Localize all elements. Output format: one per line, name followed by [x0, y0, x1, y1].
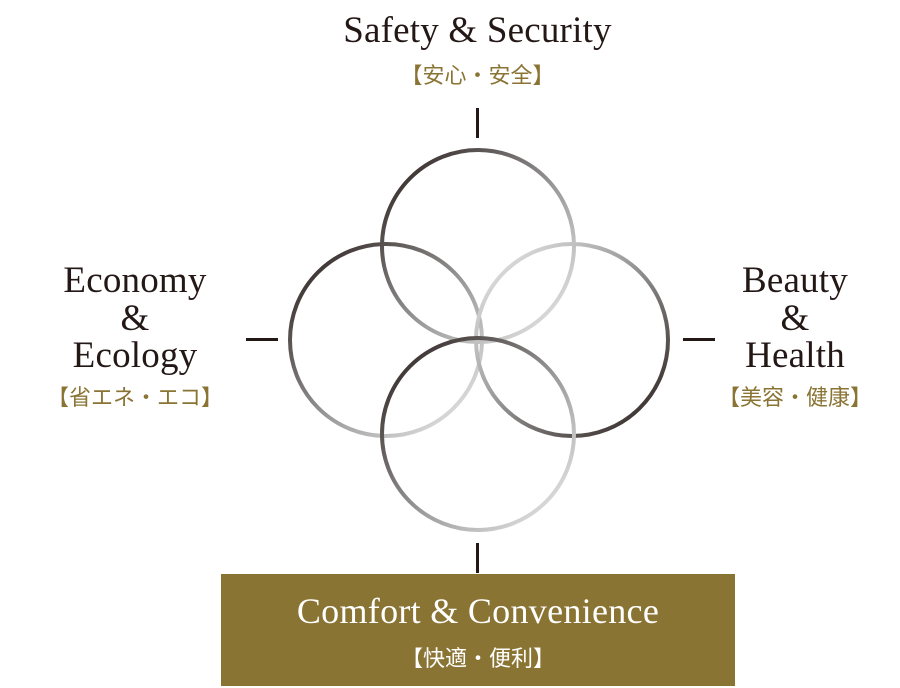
economy-ecology-title-line-3: Ecology — [72, 335, 198, 377]
beauty-health-title-line-2: & — [780, 297, 810, 339]
economy-ecology-title-line-1: Economy — [63, 260, 207, 301]
comfort-convenience-box: Comfort & Convenience 【快適・便利】 — [221, 574, 735, 686]
connector-right — [683, 338, 715, 341]
connector-left — [246, 338, 278, 341]
comfort-convenience-subtitle: 【快適・便利】 — [400, 647, 555, 672]
connector-bottom — [476, 543, 479, 573]
beauty-health-title: Beauty & Health — [695, 262, 895, 375]
economy-ecology-subtitle: 【省エネ・エコ】 — [46, 386, 223, 411]
beauty-health-title-line-1: Beauty — [741, 260, 848, 301]
economy-ecology-title-line-2: & — [120, 297, 150, 339]
beauty-health-title-line-3: Health — [745, 335, 845, 377]
ring-bottom — [380, 336, 576, 532]
economy-ecology-title: Economy & Ecology — [30, 262, 240, 375]
connector-top — [476, 108, 479, 138]
safety-security-title: Safety & Security — [343, 10, 612, 51]
beauty-health-subtitle: 【美容・健康】 — [717, 386, 872, 411]
comfort-convenience-title: Comfort & Convenience — [296, 591, 660, 631]
safety-security-subtitle: 【安心・安全】 — [400, 64, 555, 89]
